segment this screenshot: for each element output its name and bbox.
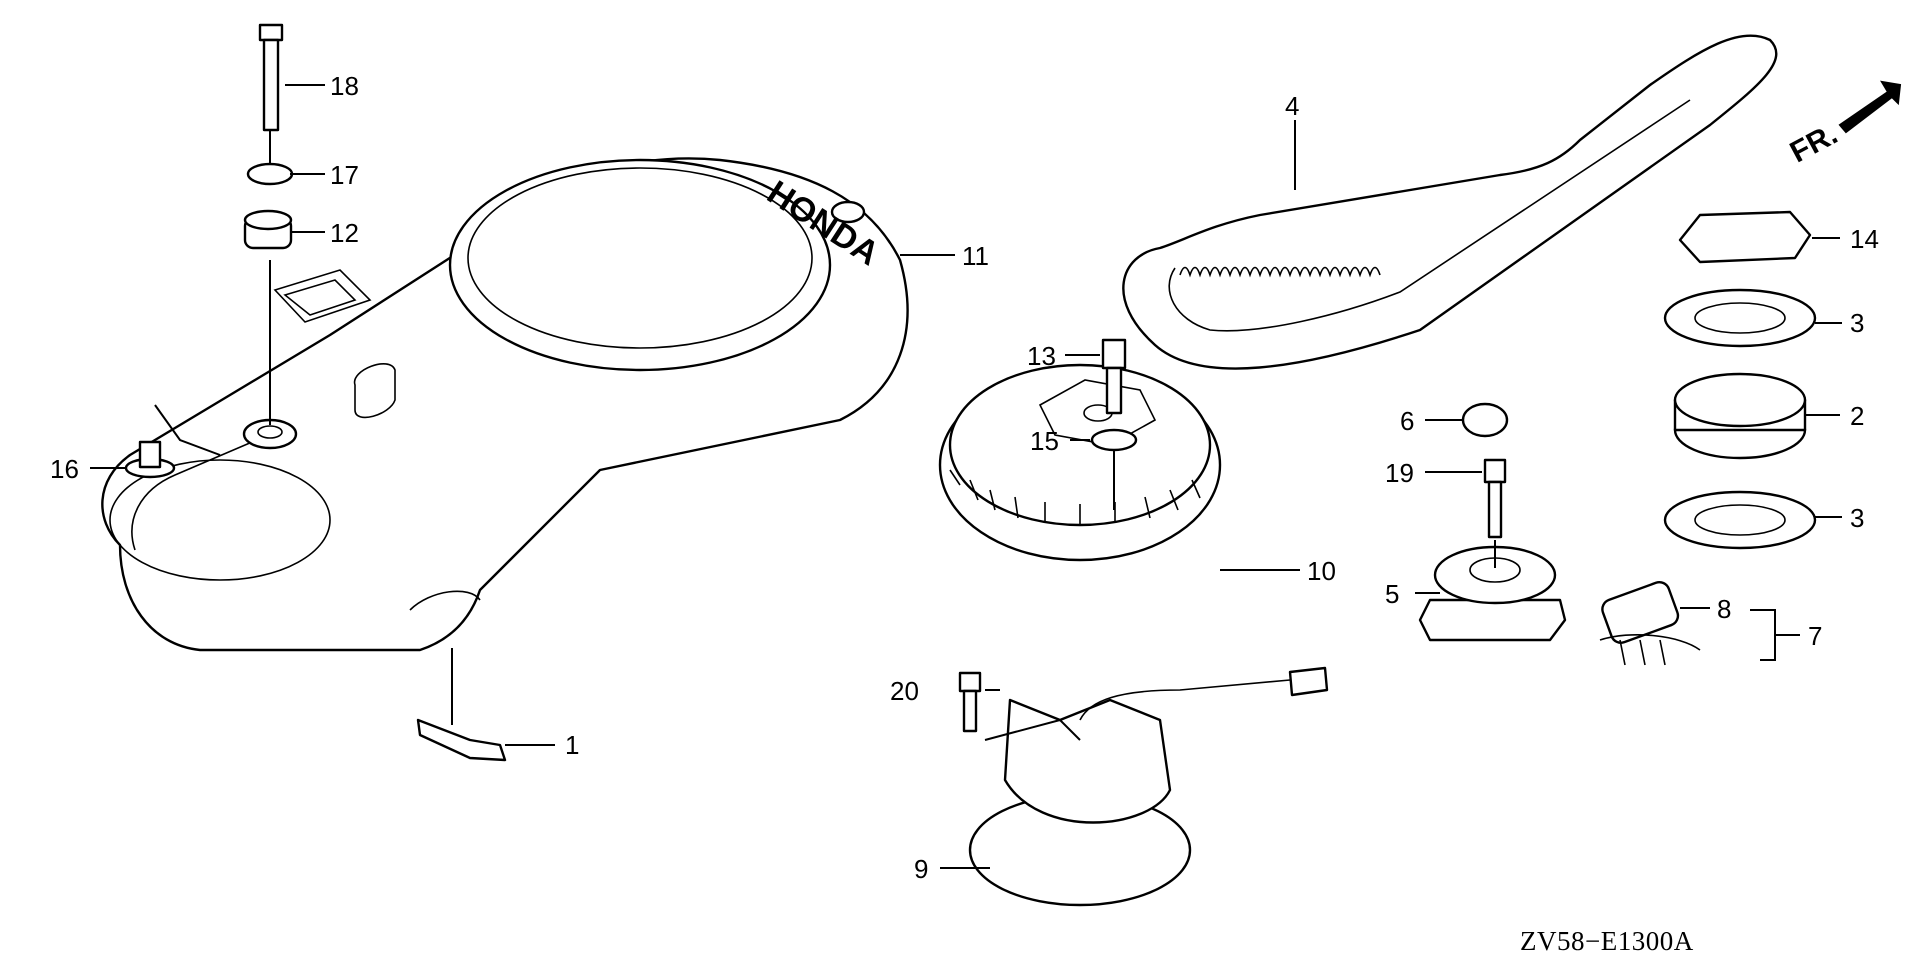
- leader-lines: [90, 84, 1842, 869]
- washer-3a: [1663, 288, 1817, 348]
- stator-assembly: [968, 666, 1329, 907]
- callout-6: 6: [1400, 406, 1414, 436]
- callout-3a: 3: [1850, 308, 1864, 338]
- callout-8: 8: [1717, 594, 1731, 624]
- callout-10: 10: [1307, 556, 1336, 586]
- bolt-20: [958, 671, 982, 733]
- nut-14: [1678, 210, 1812, 264]
- callout-13: 13: [1027, 341, 1056, 371]
- callout-9: 9: [914, 854, 928, 884]
- callout-20: 20: [890, 676, 919, 706]
- callout-15: 15: [1030, 426, 1059, 456]
- collar-8: [1601, 580, 1680, 644]
- callout-12: 12: [330, 218, 359, 248]
- washer-3b: [1663, 490, 1817, 550]
- washer-17: [246, 162, 294, 186]
- timing-belt-cover: HONDA: [101, 157, 909, 652]
- callout-19: 19: [1385, 458, 1414, 488]
- driven-pulley: [938, 363, 1222, 562]
- callout-4: 4: [1285, 91, 1299, 121]
- sprocket-2: [1673, 372, 1807, 460]
- direction-label: FR.: [1785, 118, 1843, 170]
- bolt-18: [258, 23, 284, 132]
- callout-18: 18: [330, 71, 359, 101]
- bolt-19: [1483, 458, 1507, 539]
- callout-3b: 3: [1850, 503, 1864, 533]
- callout-11: 11: [962, 241, 989, 271]
- tensioner-5: [1418, 545, 1567, 642]
- diagram-code: ZV58−E1300A: [1520, 926, 1694, 956]
- bolt-13: [1101, 338, 1127, 415]
- callout-7: 7: [1808, 621, 1822, 651]
- timing-belt: [1122, 34, 1778, 370]
- callout-2: 2: [1850, 401, 1864, 431]
- callout-14: 14: [1850, 224, 1879, 254]
- callout-1: 1: [565, 730, 579, 760]
- front-direction-arrow: FR.: [1785, 80, 1902, 170]
- clip-1: [416, 718, 507, 762]
- callout-17: 17: [330, 160, 359, 190]
- cap-6: [1461, 402, 1509, 438]
- callout-16: 16: [50, 454, 79, 484]
- spring-7: [1599, 634, 1701, 666]
- grommet-12: [243, 209, 293, 250]
- callout-5: 5: [1385, 579, 1399, 609]
- callout-labels: 1 2 3 3 4 5 6 7 8 9 10 11 12 13 14 15 16…: [50, 71, 1879, 884]
- washer-15: [1090, 428, 1138, 452]
